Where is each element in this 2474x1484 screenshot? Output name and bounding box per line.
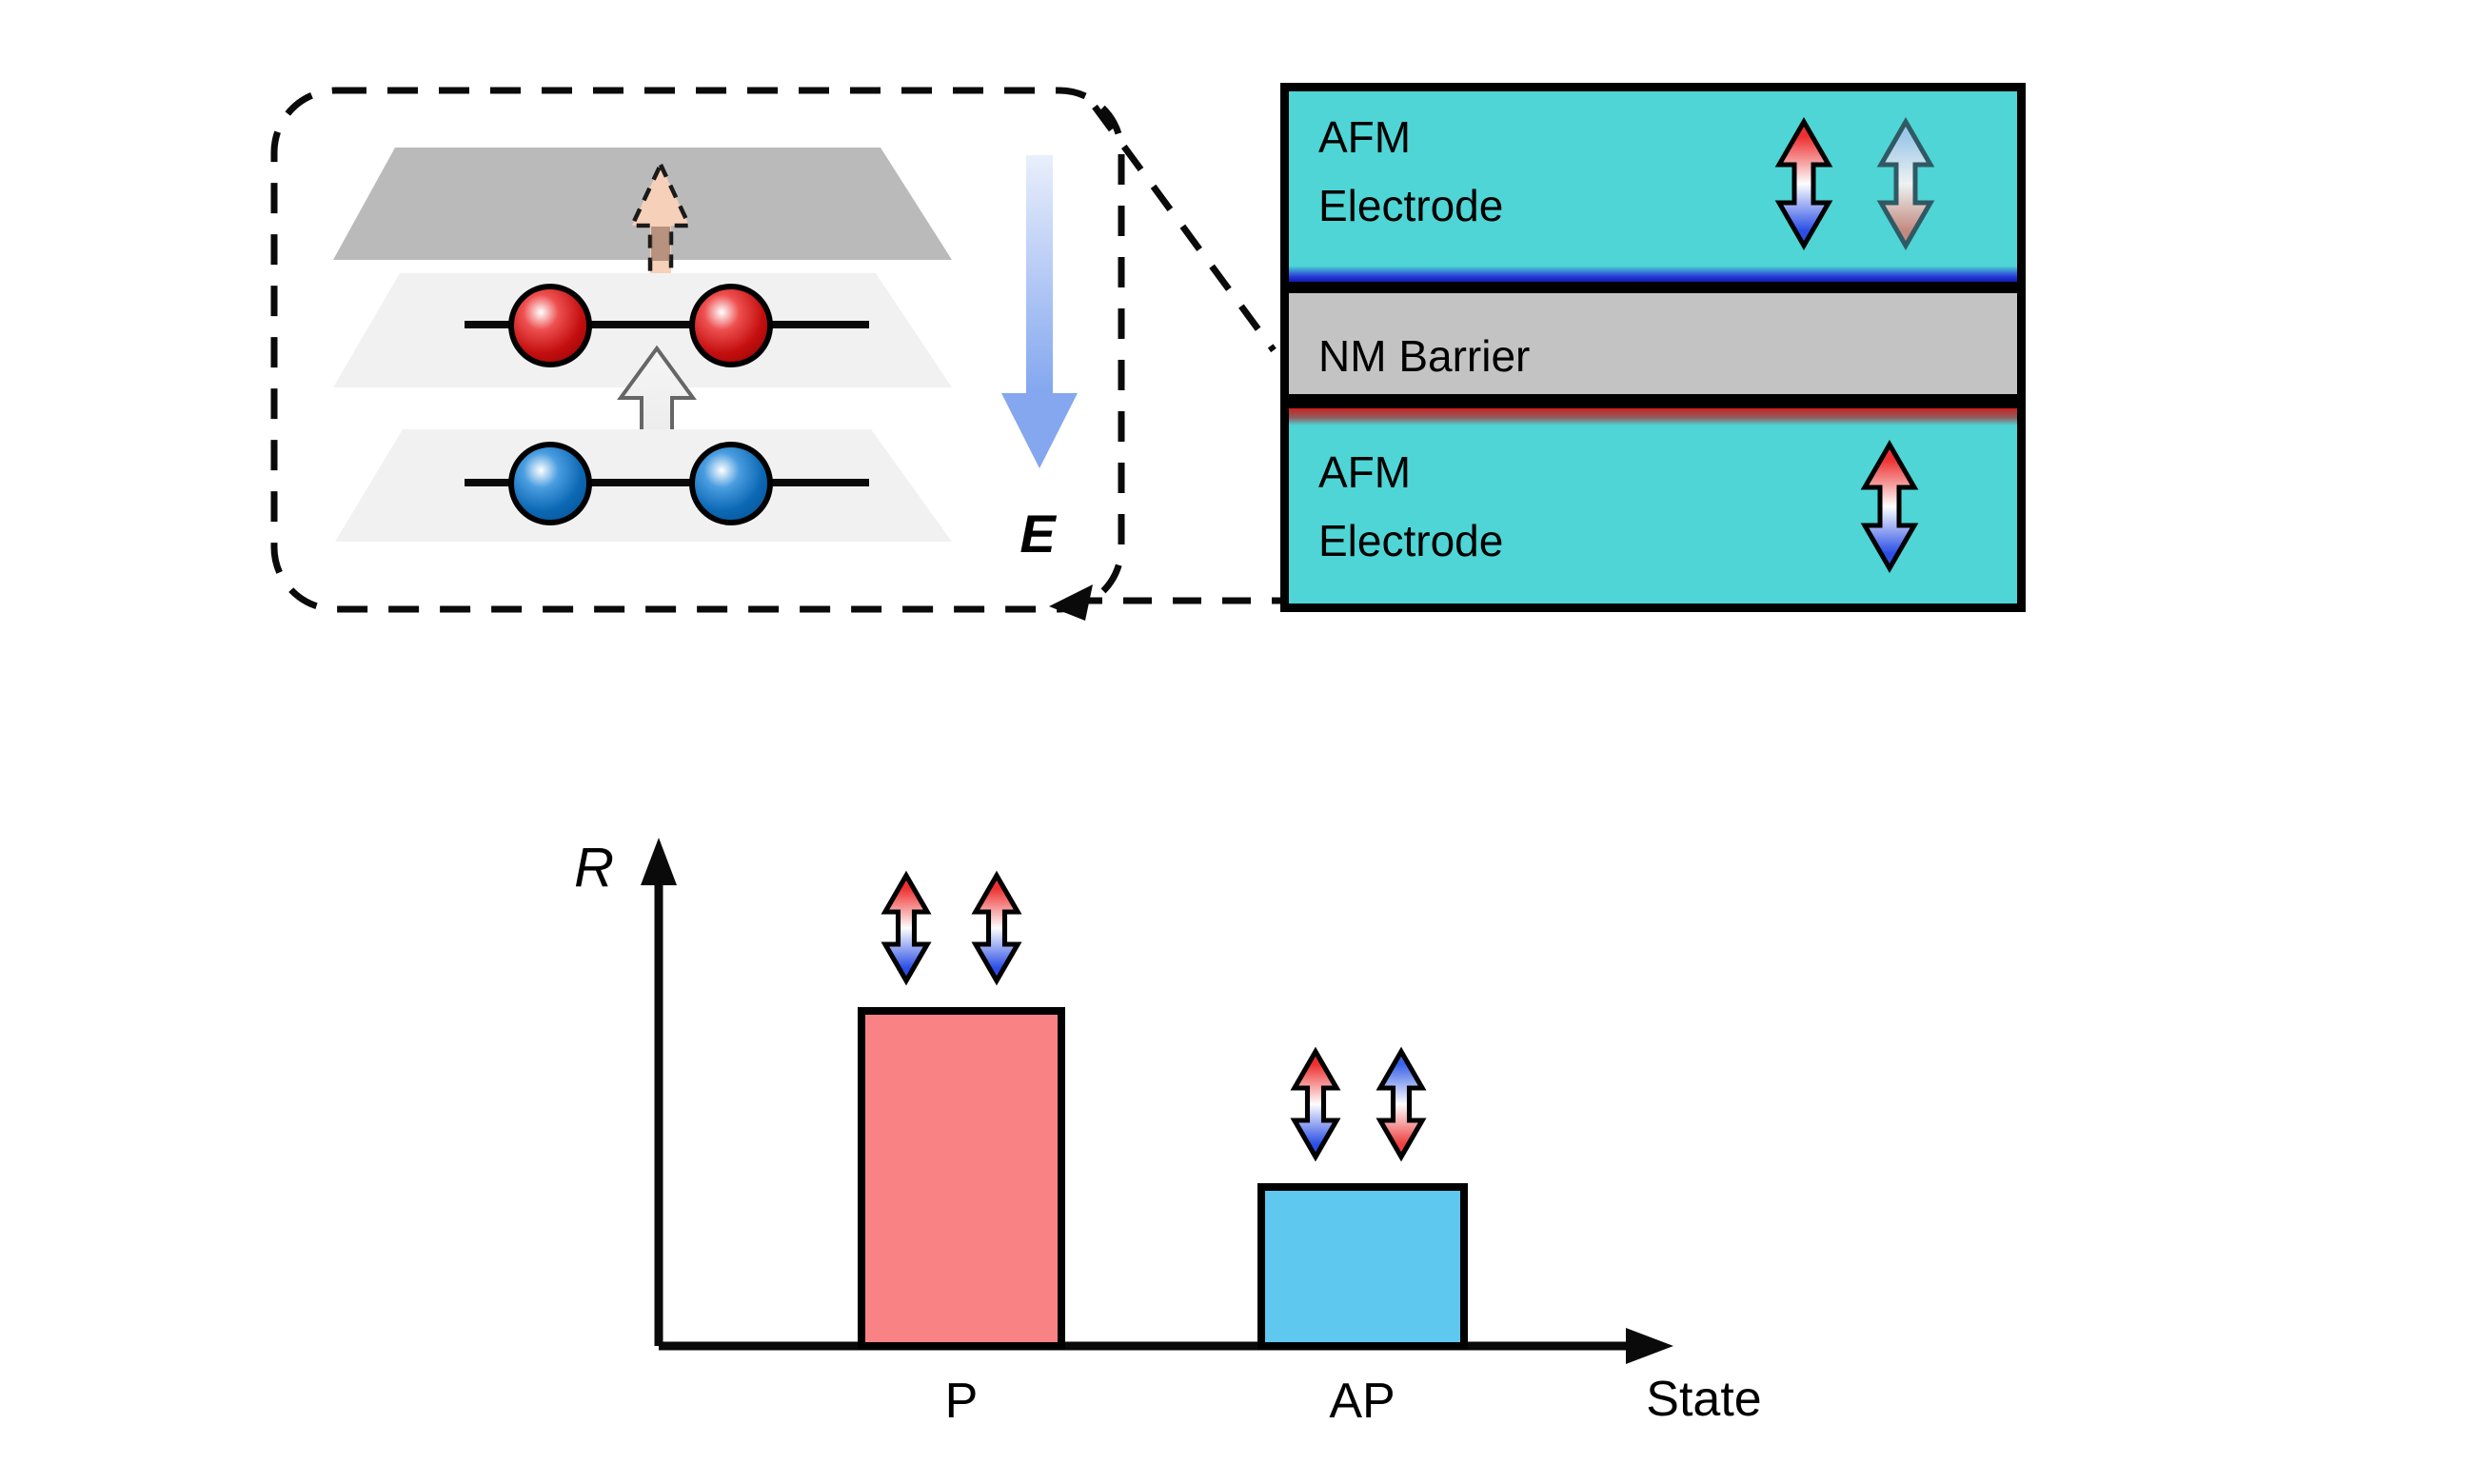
top-electrode-label: AFM Electrode [1318, 103, 1503, 240]
top-electrode-label-line1: AFM [1318, 112, 1412, 162]
dashed-zoom-outline [270, 87, 1125, 613]
tunneling-arrow-shaft-shade [651, 227, 670, 261]
top-electrode-label-line2: Electrode [1318, 181, 1504, 230]
p-bar-label: P [944, 1374, 979, 1429]
ap-state-bar [1257, 1183, 1468, 1350]
bottom-interface-red-strip [1289, 408, 2017, 425]
faded-spin-down-up-icon [1881, 122, 1930, 246]
red-atom [689, 284, 773, 367]
y-axis-arrowhead-icon [641, 838, 677, 885]
electric-field-arrow-shaft [1026, 155, 1053, 395]
bottom-electrode-label: AFM Electrode [1318, 438, 1503, 575]
zoom-connector-arrowhead-icon [1049, 584, 1093, 621]
zoom-connector-top-line [1092, 104, 1277, 353]
e-field-label: E [1019, 504, 1056, 564]
p-state-bar [858, 1007, 1065, 1350]
spin-up-down-icon [976, 876, 1018, 981]
tunneling-arrow-icon [628, 159, 693, 289]
red-atom [508, 284, 592, 367]
x-axis-label: State [1646, 1372, 1762, 1427]
spin-up-down-icon [1295, 1052, 1336, 1158]
top-interface-blue-strip [1289, 267, 2017, 282]
y-axis-label: R [574, 837, 614, 899]
x-axis-arrowhead-icon [1626, 1328, 1673, 1364]
nm-barrier-layer [1289, 293, 2017, 394]
afm-junction-panel [1280, 83, 2026, 612]
blue-atom [508, 442, 592, 525]
nm-barrier-label: NM Barrier [1318, 331, 1531, 381]
spin-up-down-icon [1865, 445, 1914, 568]
spin-up-down-icon [885, 876, 927, 981]
spin-up-layer-plate [333, 273, 952, 387]
electric-field-arrow-head [1001, 393, 1078, 468]
bottom-electrode-label-line1: AFM [1318, 447, 1412, 497]
spin-down-up-icon [1380, 1052, 1422, 1158]
bottom-electrode-label-line2: Electrode [1318, 516, 1504, 565]
blue-atom [689, 442, 773, 525]
spin-up-down-icon [1779, 122, 1829, 246]
ap-bar-label: AP [1329, 1374, 1395, 1429]
